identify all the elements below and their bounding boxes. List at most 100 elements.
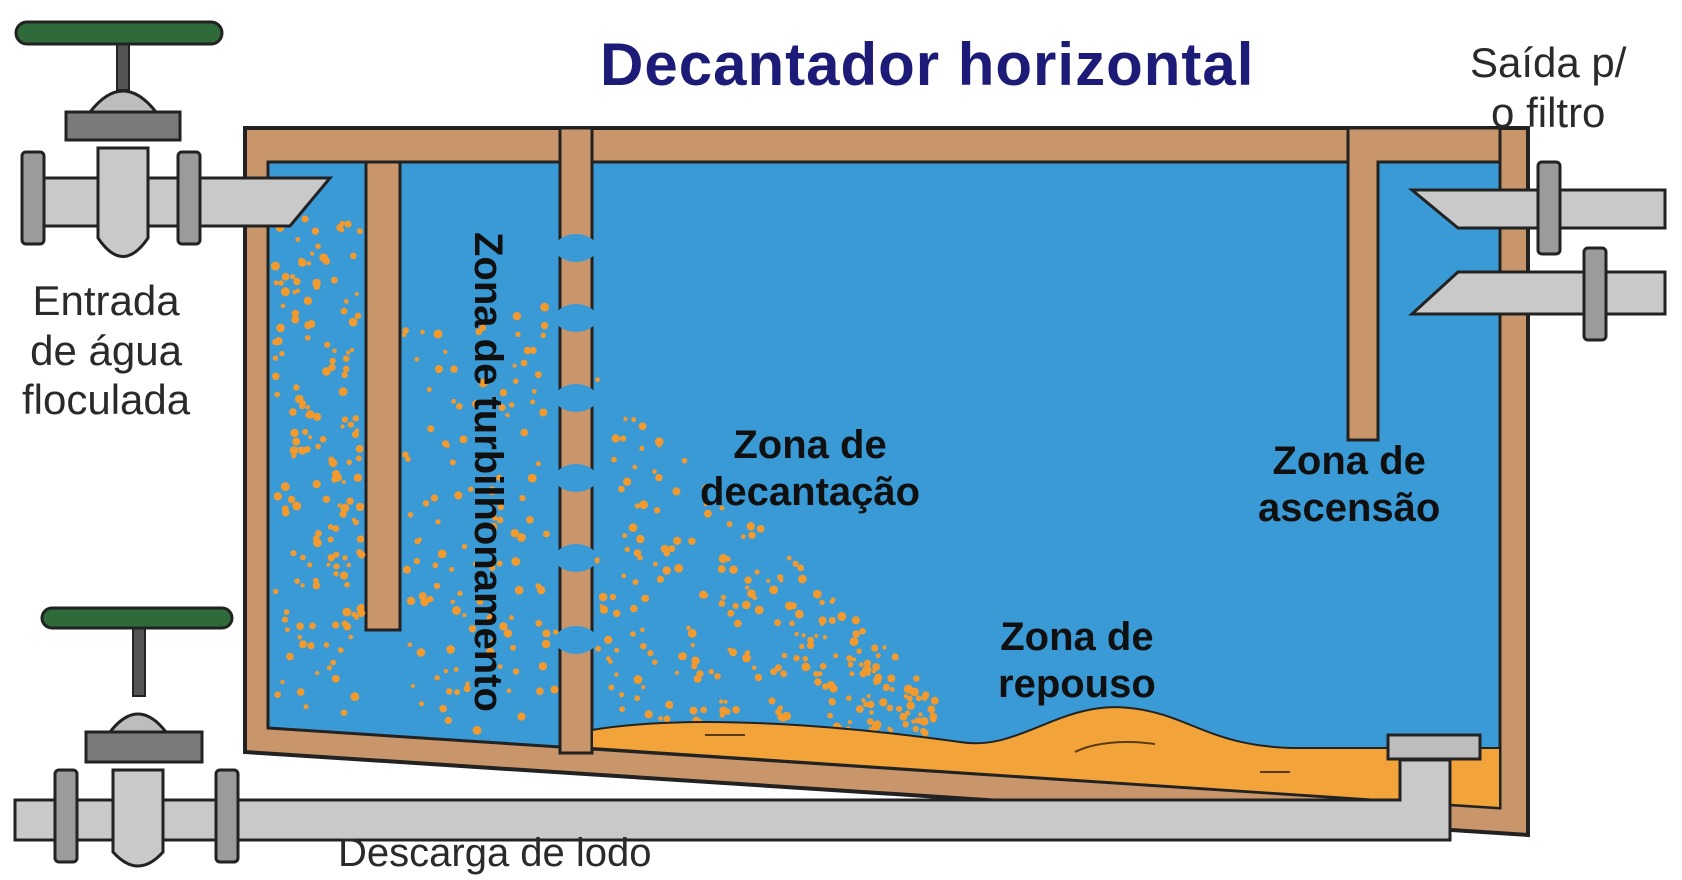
- floc-particle: [339, 571, 349, 580]
- floc-particle: [599, 605, 609, 614]
- floc-particle: [846, 695, 852, 701]
- floc-particle: [535, 461, 542, 467]
- floc-particle: [790, 602, 797, 610]
- floc-particle: [342, 365, 350, 373]
- floc-particle: [426, 387, 432, 392]
- floc-particle: [479, 324, 487, 332]
- floc-particle: [332, 348, 337, 354]
- floc-particle: [468, 625, 477, 633]
- floc-particle: [622, 533, 628, 539]
- floc-particle: [405, 456, 411, 462]
- floc-particle: [491, 515, 498, 521]
- floc-particle: [296, 622, 304, 630]
- floc-particle: [794, 631, 799, 637]
- floc-particle: [634, 695, 641, 702]
- floc-particle: [332, 621, 340, 629]
- floc-particle: [623, 477, 632, 486]
- floc-particle: [333, 551, 340, 558]
- floc-particle: [337, 647, 344, 653]
- floc-particle: [349, 347, 355, 353]
- floc-particle: [852, 630, 860, 638]
- floc-particle: [638, 422, 647, 431]
- floc-particle: [828, 698, 836, 706]
- floc-particle: [503, 629, 513, 638]
- floc-particle: [863, 701, 869, 708]
- floc-particle: [905, 710, 911, 716]
- floc-particle: [430, 494, 438, 502]
- floc-particle: [323, 642, 330, 648]
- floc-particle: [402, 327, 409, 334]
- floc-particle: [309, 622, 316, 630]
- floc-particle: [433, 582, 441, 590]
- floc-particle: [536, 687, 544, 695]
- floc-particle: [653, 507, 661, 514]
- floc-particle: [539, 408, 548, 417]
- floc-particle: [869, 710, 874, 715]
- floc-particle: [457, 590, 463, 597]
- floc-particle: [608, 684, 615, 691]
- floc-particle: [354, 312, 362, 320]
- floc-particle: [662, 566, 671, 575]
- floc-particle: [530, 399, 536, 405]
- floc-particle: [459, 435, 468, 444]
- floc-particle: [795, 609, 804, 619]
- floc-particle: [303, 296, 313, 305]
- floc-particle: [322, 495, 331, 503]
- floc-particle: [420, 597, 430, 607]
- floc-particle: [550, 685, 559, 694]
- floc-particle: [487, 486, 497, 496]
- floc-particle: [341, 479, 346, 484]
- floc-particle: [496, 560, 503, 567]
- floc-particle: [308, 435, 313, 440]
- floc-particle: [304, 335, 311, 341]
- floc-particle: [472, 726, 482, 735]
- floc-particle: [331, 674, 340, 683]
- floc-particle: [449, 566, 455, 572]
- floc-particle: [702, 484, 709, 492]
- floc-particle: [273, 492, 282, 501]
- floc-particle: [768, 697, 776, 705]
- floc-particle: [281, 272, 290, 281]
- floc-particle: [814, 633, 819, 638]
- floc-particle: [858, 662, 864, 667]
- floc-particle: [315, 671, 320, 676]
- floc-particle: [866, 694, 871, 698]
- floc-particle: [817, 671, 823, 677]
- floc-particle: [744, 576, 752, 584]
- sludge-discharge-label: Descarga de lodo: [338, 831, 652, 875]
- floc-particle: [270, 261, 280, 271]
- floc-particle: [914, 717, 922, 724]
- floc-particle: [489, 564, 496, 571]
- inlet-label: Entrada de água floculada: [22, 277, 191, 424]
- floc-particle: [350, 692, 360, 701]
- floc-particle: [719, 712, 725, 718]
- floc-particle: [346, 459, 353, 466]
- floc-particle: [523, 346, 532, 355]
- floc-particle: [806, 641, 815, 650]
- floc-particle: [468, 486, 474, 492]
- floc-particle: [355, 444, 364, 453]
- floc-particle: [614, 647, 620, 653]
- floc-particle: [497, 503, 504, 511]
- floc-particle: [619, 706, 625, 713]
- floc-particle: [634, 503, 641, 509]
- sludge-layer: [591, 706, 1501, 810]
- floc-particle: [434, 675, 440, 681]
- floc-particle: [422, 500, 430, 507]
- floc-particle: [688, 537, 696, 545]
- floc-particle: [920, 727, 927, 735]
- floc-particle: [541, 639, 551, 649]
- floc-particle: [729, 648, 738, 657]
- floc-particle: [353, 473, 362, 482]
- floc-particle: [891, 653, 899, 661]
- sludge-discharge-pipe: [13, 758, 1452, 842]
- floc-particle: [319, 253, 329, 262]
- floc-particle: [918, 712, 923, 717]
- floc-particle: [780, 670, 787, 678]
- floc-particle: [927, 705, 936, 714]
- floc-particle: [451, 398, 456, 404]
- floc-particle: [352, 415, 359, 422]
- floc-particle: [312, 480, 321, 489]
- floc-particle: [403, 565, 411, 574]
- floc-particle: [295, 288, 301, 293]
